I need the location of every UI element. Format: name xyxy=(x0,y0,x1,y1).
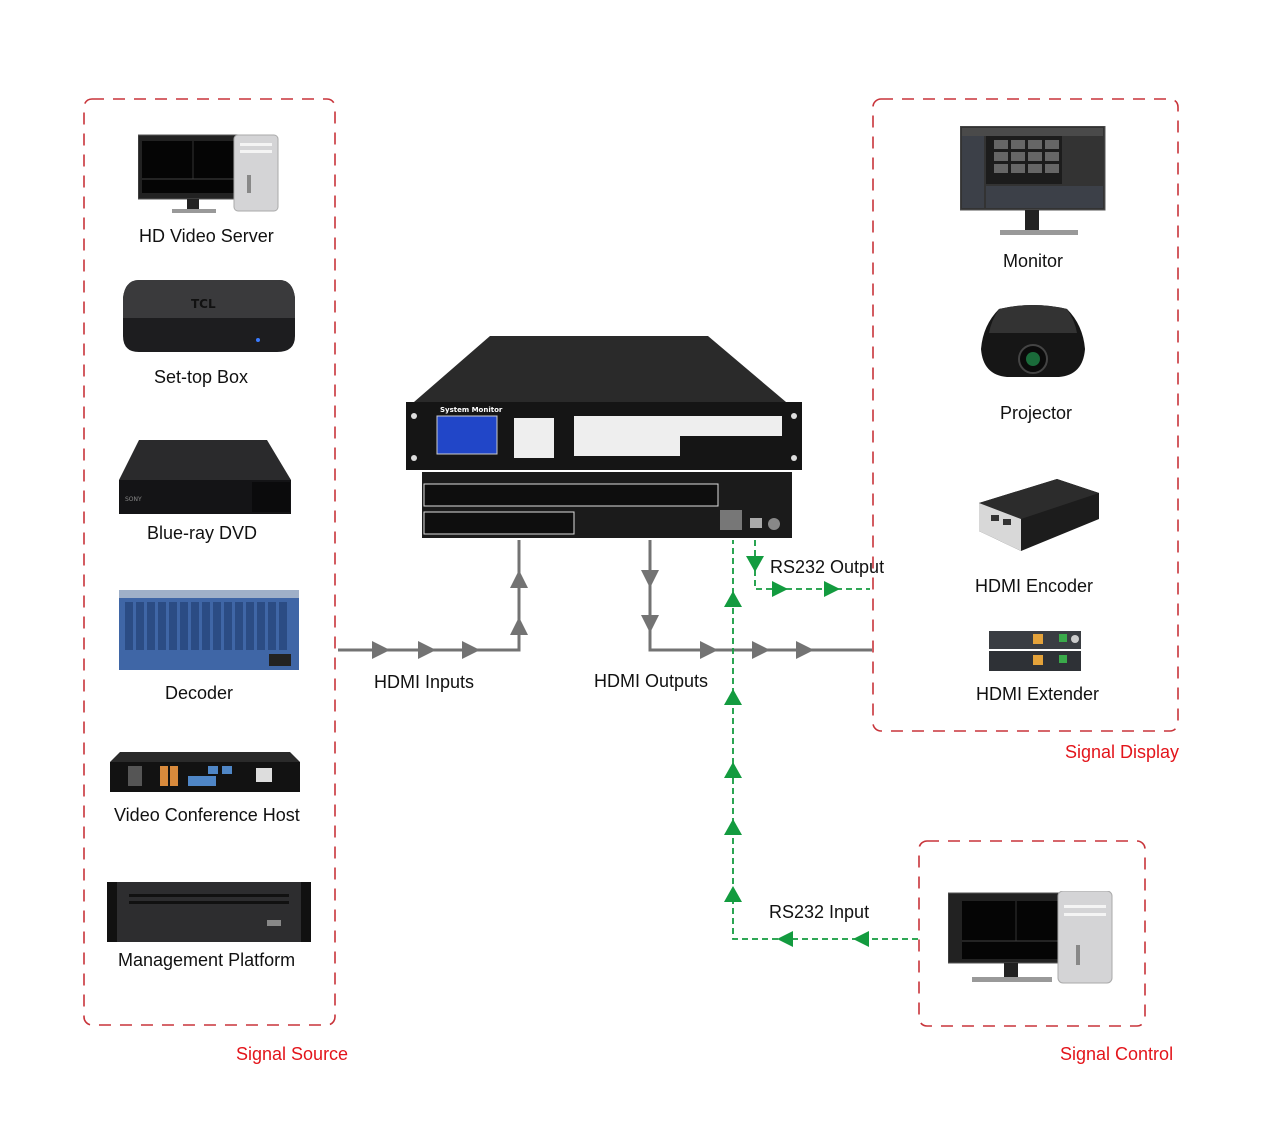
group-title-signal-source: Signal Source xyxy=(236,1044,349,1064)
settop-box-device: TCL xyxy=(121,278,297,363)
panel-title: System Monitor xyxy=(440,406,503,414)
bluray-device: SONY xyxy=(117,438,293,521)
display-label: Projector xyxy=(1000,403,1073,423)
hdmi-output-arrows xyxy=(641,570,814,659)
management-platform-device xyxy=(107,880,311,949)
settop-box-icon: TCL xyxy=(123,280,295,352)
server-chassis-icon xyxy=(107,882,311,942)
decoder-device xyxy=(119,590,299,677)
signal-source-box xyxy=(83,98,336,1026)
rs232-input-arrows xyxy=(724,591,869,947)
arrow-right xyxy=(462,641,480,659)
arrow-right xyxy=(418,641,436,659)
arrow-right xyxy=(824,581,840,597)
desktop-tower-icon xyxy=(137,134,279,213)
display-label: HDMI Extender xyxy=(976,684,1100,704)
arrow-up xyxy=(724,689,742,705)
rs232-output-arrows xyxy=(746,556,840,597)
arrow-left xyxy=(853,931,869,947)
rs232-output-label: RS232 Output xyxy=(770,557,885,577)
hdmi-encoder-icon xyxy=(979,479,1099,551)
arrow-right xyxy=(796,641,814,659)
source-label: Decoder xyxy=(165,683,234,703)
arrow-right xyxy=(752,641,770,659)
arrow-left xyxy=(777,931,793,947)
projector-icon xyxy=(981,305,1085,377)
group-title-signal-display: Signal Display xyxy=(1065,742,1180,762)
hdmi-encoder-device xyxy=(977,475,1101,560)
hd-video-server-device xyxy=(137,133,280,220)
hdmi-input-arrows xyxy=(372,570,528,659)
arrow-down xyxy=(641,615,659,633)
video-conference-host-device xyxy=(108,750,302,801)
video-conference-host-icon xyxy=(110,752,300,792)
arrow-right xyxy=(700,641,718,659)
source-label: Management Platform xyxy=(118,950,296,970)
display-label: Monitor xyxy=(1003,251,1064,271)
projector-device xyxy=(979,305,1087,386)
arrow-up xyxy=(724,762,742,778)
source-label: Blue-ray DVD xyxy=(147,523,258,543)
arrow-down xyxy=(746,556,764,572)
source-label: Set-top Box xyxy=(154,367,249,387)
arrow-right xyxy=(772,581,788,597)
control-pc-device xyxy=(947,890,1116,996)
monitor-icon xyxy=(959,125,1106,235)
arrow-up xyxy=(510,570,528,588)
group-title-signal-control: Signal Control xyxy=(1060,1044,1174,1064)
decoder-rack-icon xyxy=(119,590,299,670)
hdmi-input-path xyxy=(338,540,521,652)
hdmi-extender-device xyxy=(989,629,1083,678)
source-label: Video Conference Host xyxy=(114,805,300,825)
desktop-tower-icon xyxy=(947,890,1113,984)
hdmi-outputs-label: HDMI Outputs xyxy=(594,671,709,691)
arrow-down xyxy=(641,570,659,588)
display-label: HDMI Encoder xyxy=(975,576,1094,596)
arrow-up xyxy=(724,886,742,902)
arrow-up xyxy=(724,591,742,607)
rs232-input-label: RS232 Input xyxy=(769,902,870,922)
svg-text:SONY: SONY xyxy=(125,496,142,503)
monitor-device xyxy=(959,125,1106,243)
arrow-right xyxy=(372,641,390,659)
hdmi-extender-icon xyxy=(989,631,1081,671)
matrix-switch-icon: System Monitor xyxy=(406,336,802,538)
source-label: HD Video Server xyxy=(139,226,274,246)
arrow-up xyxy=(510,617,528,635)
rs232-input-path xyxy=(732,540,918,940)
signal-control-box xyxy=(918,840,1146,1027)
hdmi-inputs-label: HDMI Inputs xyxy=(374,672,475,692)
signal-display-box xyxy=(872,98,1179,732)
arrow-up xyxy=(724,819,742,835)
hdmi-matrix-switch: System Monitor xyxy=(404,336,804,547)
svg-text:TCL: TCL xyxy=(191,297,216,311)
bluray-player-icon: SONY xyxy=(119,440,291,514)
